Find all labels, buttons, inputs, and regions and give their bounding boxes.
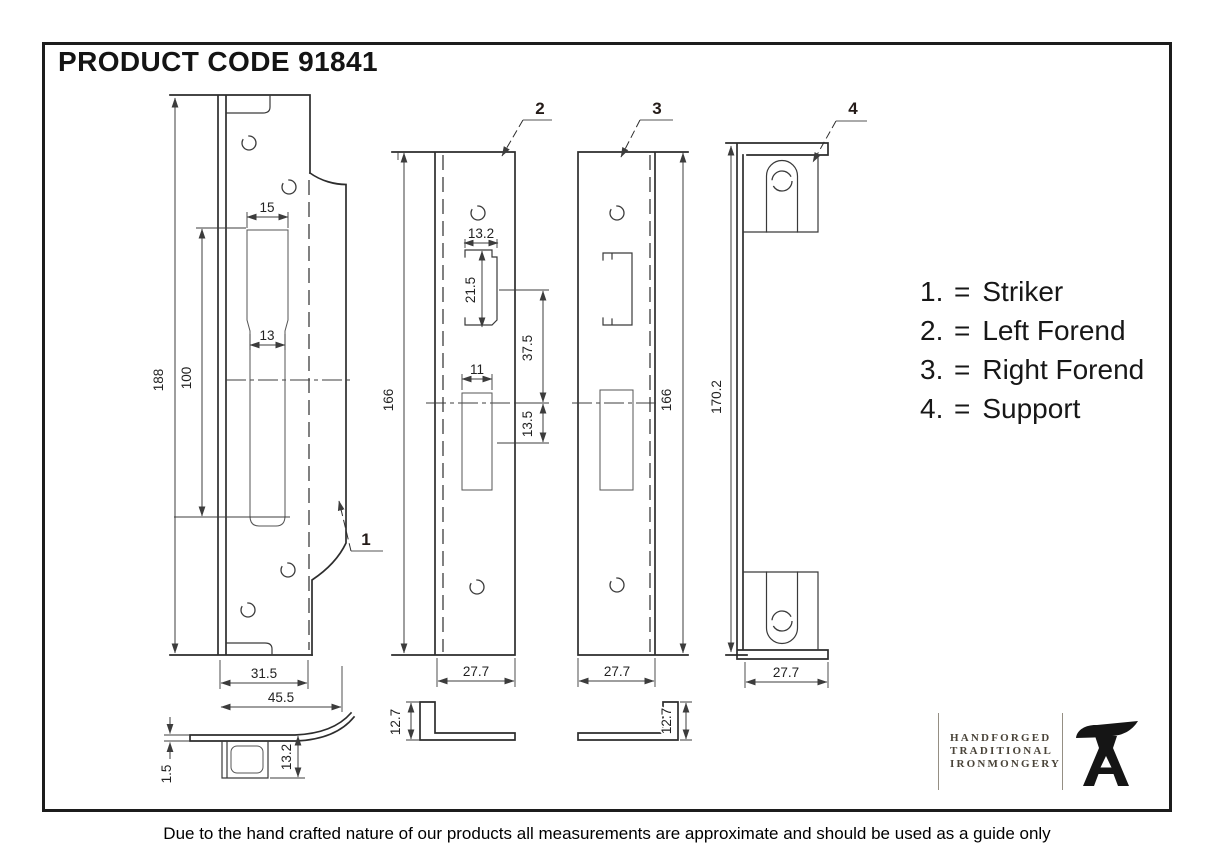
- legend-equals: =: [954, 393, 971, 424]
- anvil-icon: [1076, 721, 1138, 786]
- dim-bolt-width: 11: [470, 362, 484, 377]
- part-label-left-forend: 2: [535, 99, 544, 118]
- page-title: PRODUCT CODE 91841: [58, 46, 378, 77]
- left-forend-front-view: 13.2 21.5 37.5 13.5 11 166 27.7 2: [379, 98, 552, 687]
- dim-latch-height: 21.5: [463, 277, 478, 303]
- dim-striker-height: 188: [151, 369, 166, 392]
- dim-striker-plate-width: 31.5: [251, 666, 277, 681]
- legend-item-support: 4. = Support: [920, 393, 1144, 425]
- right-forend-latch-cutout: [602, 252, 633, 326]
- legend-item-striker: 1. = Striker: [920, 276, 1144, 308]
- dim-left-forend-height: 166: [381, 389, 396, 412]
- striker-keep-box: [221, 740, 269, 779]
- parts-legend: 1. = Striker 2. = Left Forend 3. = Right…: [920, 276, 1144, 432]
- part-label-right-forend: 3: [652, 99, 661, 118]
- dim-bolt-below-centre: 13.5: [520, 411, 535, 437]
- dim-striker-overall-width: 45.5: [268, 690, 294, 705]
- brand-line-2: TRADITIONAL: [950, 745, 1054, 757]
- legend-item-right-forend: 3. = Right Forend: [920, 354, 1144, 386]
- dim-striker-keep-depth: 13.2: [279, 744, 294, 770]
- dim-striker-thickness: 1.5: [159, 765, 174, 784]
- dim-slot-top-width: 15: [259, 200, 274, 215]
- dim-slot-bottom-width: 13: [259, 328, 274, 343]
- left-forend-latch-cutout: [464, 249, 498, 326]
- sheet-border: [42, 42, 1172, 812]
- brand-line-1: HANDFORGED: [950, 732, 1052, 744]
- dim-latch-width: 13.2: [468, 226, 494, 241]
- dim-right-forend-width: 27.7: [604, 664, 630, 679]
- legend-number: 3.: [920, 354, 944, 385]
- left-forend-side-view: 12.7: [386, 701, 516, 741]
- legend-item-left-forend: 2. = Left Forend: [920, 315, 1144, 347]
- brand-line-3: IRONMONGERY: [950, 758, 1062, 770]
- right-forend-side-view: 12.7: [577, 701, 692, 741]
- legend-number: 2.: [920, 315, 944, 346]
- legend-equals: =: [954, 315, 971, 346]
- dim-support-height: 170.2: [709, 380, 724, 414]
- right-forend-front-view: 166 27.7 3: [572, 98, 689, 687]
- left-forend-bolt-slot: [461, 392, 493, 491]
- striker-side-view: 1.5 13.2: [157, 711, 356, 785]
- legend-equals: =: [954, 276, 971, 307]
- disclaimer-text: Due to the hand crafted nature of our pr…: [163, 824, 1051, 843]
- brand-wordmark: HANDFORGED TRADITIONAL IRONMONGERY: [950, 732, 1061, 771]
- support-top-slot: [765, 159, 799, 233]
- legend-label: Striker: [982, 276, 1064, 307]
- logo-divider-left: [938, 713, 939, 790]
- striker-keep-hole: [230, 745, 264, 774]
- legend-number: 1.: [920, 276, 944, 307]
- dim-left-forend-width: 27.7: [463, 664, 489, 679]
- dim-right-forend-height: 166: [659, 389, 674, 412]
- right-forend-bolt-slot: [599, 389, 634, 491]
- support-bottom-slot: [765, 571, 799, 645]
- legend-equals: =: [954, 354, 971, 385]
- dim-left-flange-depth: 12.7: [388, 709, 403, 735]
- striker-bottom-notch: [226, 642, 273, 656]
- striker-top-notch: [226, 94, 271, 114]
- dim-latch-to-centre: 37.5: [520, 335, 535, 361]
- support-view: 170.2 27.7 4: [707, 98, 867, 688]
- striker-front-view: 15 13 188 100 31.5 45.5 1: [149, 94, 383, 712]
- legend-label: Right Forend: [982, 354, 1145, 385]
- striker-lip: [308, 171, 347, 656]
- part-label-support: 4: [848, 99, 858, 118]
- striker-slot: [246, 229, 289, 527]
- dim-striker-inner-height: 100: [179, 367, 194, 390]
- legend-label: Left Forend: [982, 315, 1126, 346]
- part-label-striker: 1: [361, 530, 370, 549]
- dim-support-width: 27.7: [773, 665, 799, 680]
- legend-number: 4.: [920, 393, 944, 424]
- striker-screw-holes: [240, 135, 297, 618]
- dim-right-flange-depth: 12.7: [659, 708, 674, 734]
- legend-label: Support: [982, 393, 1081, 424]
- logo-divider-right: [1062, 713, 1063, 790]
